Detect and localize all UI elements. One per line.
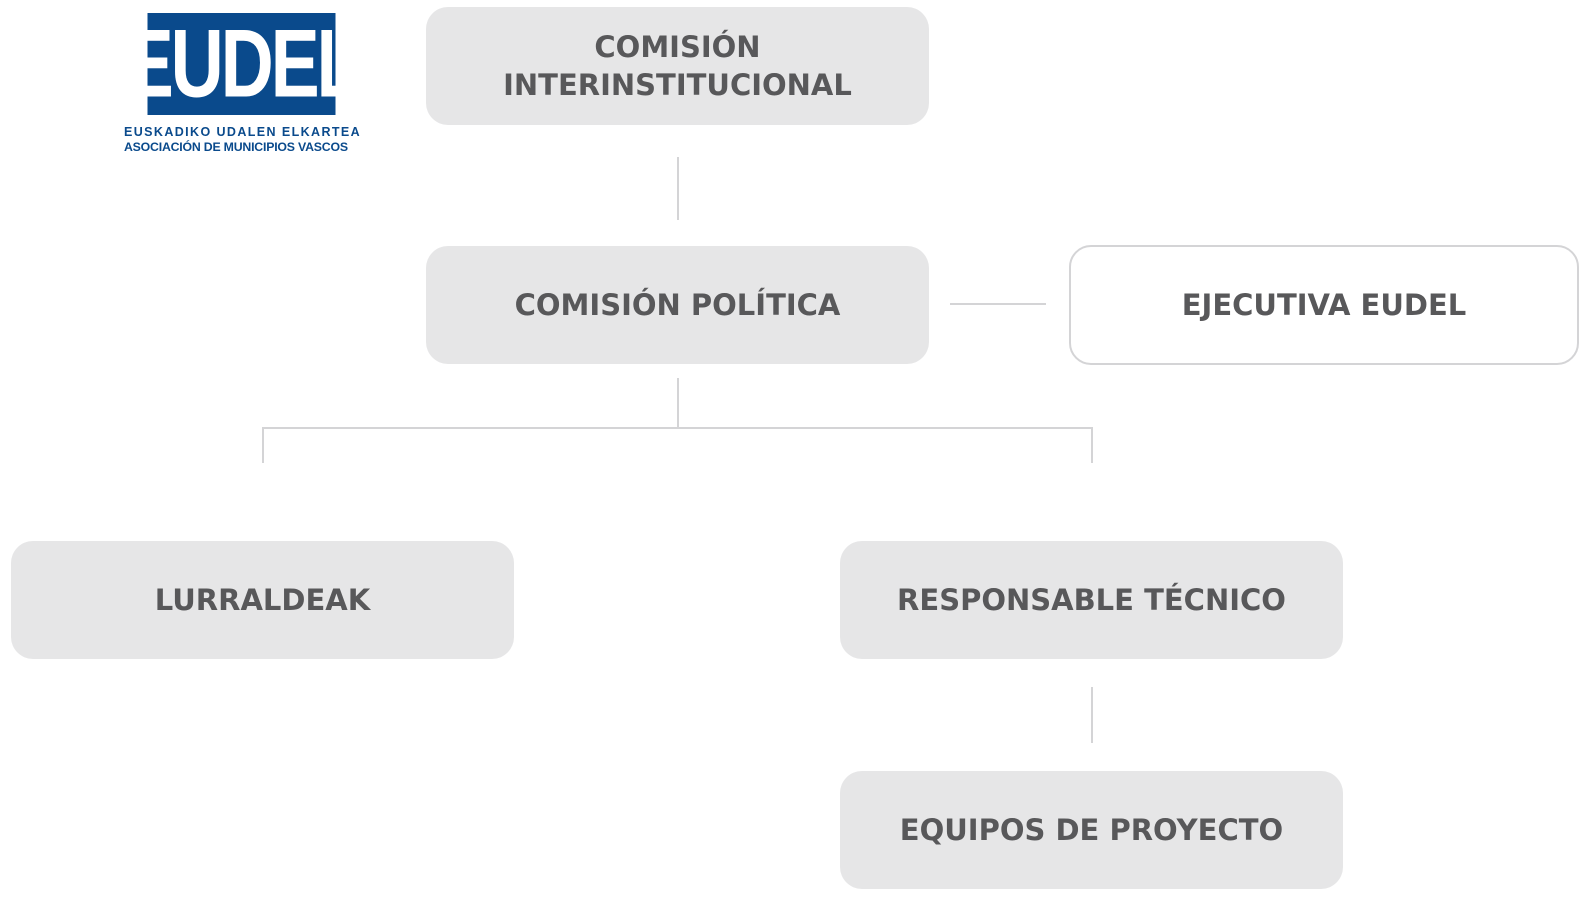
node-comision-interinstitucional-line2: INTERINSTITUCIONAL [503, 68, 852, 102]
node-responsable-tecnico: RESPONSABLE TÉCNICO [840, 541, 1343, 659]
node-lurraldeak-label: LURRALDEAK [154, 583, 371, 617]
node-responsable-tecnico-label: RESPONSABLE TÉCNICO [897, 583, 1286, 617]
node-equipos-de-proyecto: EQUIPOS DE PROYECTO [840, 771, 1343, 889]
connector-politica-ejecutiva [950, 303, 1046, 305]
node-comision-politica-label: COMISIÓN POLÍTICA [514, 288, 841, 322]
connector-tecnico-equipos [1091, 687, 1093, 743]
node-lurraldeak: LURRALDEAK [11, 541, 514, 659]
logo-wordmark: EUDEL [124, 10, 361, 118]
node-comision-interinstitucional: COMISIÓN INTERINSTITUCIONAL [426, 7, 929, 125]
connector-horizontal-branch [262, 427, 1093, 429]
connector-branch-right [1091, 427, 1093, 463]
logo-tagline-basque: EUSKADIKO UDALEN ELKARTEA [124, 125, 362, 139]
node-comision-politica: COMISIÓN POLÍTICA [426, 246, 929, 364]
logo-tagline-spanish: ASOCIACIÓN DE MUNICIPIOS VASCOS [124, 140, 348, 154]
node-ejecutiva-eudel: EJECUTIVA EUDEL [1069, 245, 1579, 365]
logo-tagline: EUSKADIKO UDALEN ELKARTEA ASOCIACIÓN DE … [124, 125, 360, 155]
connector-politica-down [677, 378, 679, 428]
connector-interinstitucional-politica [677, 157, 679, 220]
connector-branch-left [262, 427, 264, 463]
node-comision-interinstitucional-line1: COMISIÓN [594, 30, 761, 64]
node-equipos-de-proyecto-label: EQUIPOS DE PROYECTO [899, 813, 1284, 847]
node-ejecutiva-eudel-label: EJECUTIVA EUDEL [1181, 288, 1467, 322]
eudel-logo: EUDEL EUSKADIKO UDALEN ELKARTEA ASOCIACI… [124, 10, 361, 155]
